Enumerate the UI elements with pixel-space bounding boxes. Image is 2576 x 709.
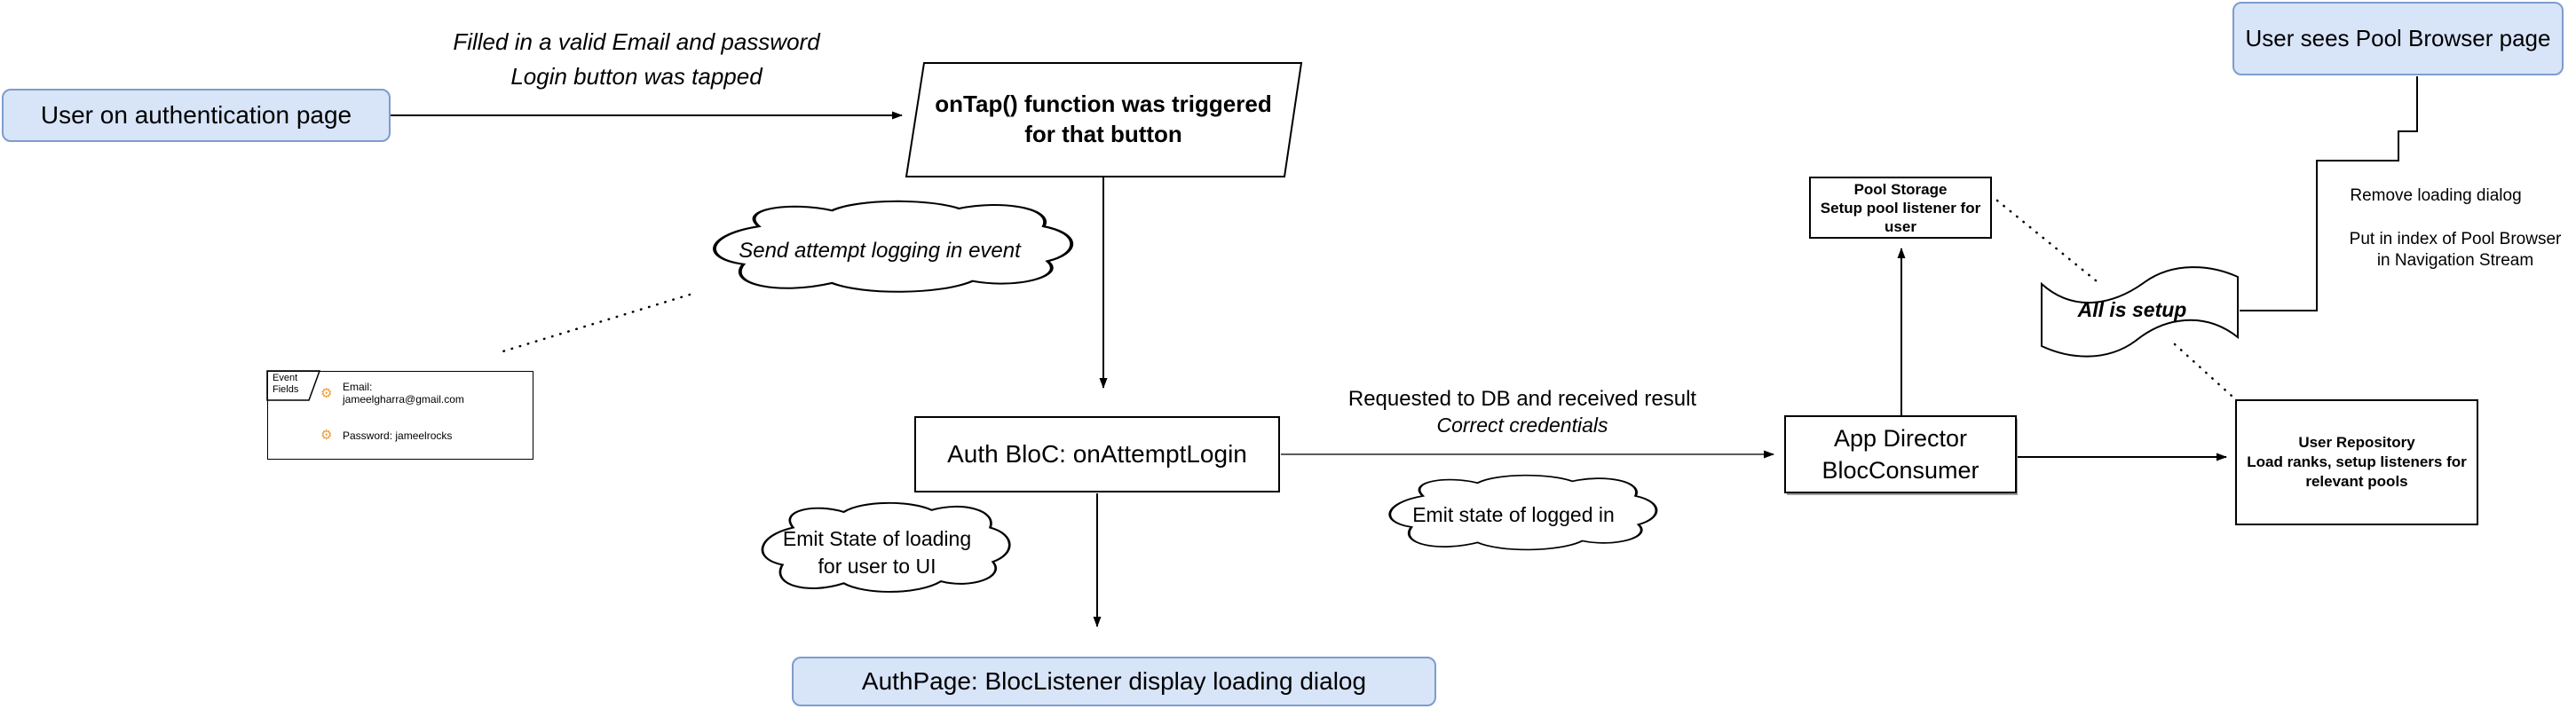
note-tab-label: Event Fields <box>273 373 299 395</box>
label-correct-credentials: Correct credentials <box>1436 414 1608 437</box>
node-user-on-auth-page: User on authentication page <box>2 89 391 142</box>
node-on-tap-label: onTap() function was triggered for that … <box>935 91 1272 147</box>
note-event-fields <box>267 371 533 460</box>
cloud-send-attempt-label: Send attempt logging in event <box>739 239 1021 263</box>
node-pool-storage: Pool Storage Setup pool listener for use… <box>1809 177 1992 239</box>
node-app-director: App Director BlocConsumer <box>1784 415 2017 493</box>
node-pool-browser: User sees Pool Browser page <box>2232 2 2564 75</box>
dotted-cloud-to-note <box>495 293 691 355</box>
node-auth-bloc: Auth BloC: onAttemptLogin <box>914 416 1280 492</box>
label-remove-loading: Remove loading dialog <box>2350 186 2522 205</box>
gear-icon: ⚙ <box>320 428 333 443</box>
note-password-field: Password: jameelrocks <box>343 429 453 442</box>
label-put-index: Put in index of Pool Browser in Navigati… <box>2349 230 2562 270</box>
node-user-repository: User Repository Load ranks, setup listen… <box>2235 399 2478 525</box>
node-auth-page: AuthPage: BlocListener display loading d… <box>792 657 1436 706</box>
connector-flag-to-poolbrowser <box>2240 76 2418 311</box>
note-email-field: Email: jameelgharra@gmail.com <box>343 381 464 406</box>
dotted-poolstorage-to-flag <box>1995 199 2103 287</box>
label-requested-db: Requested to DB and received result <box>1347 387 1697 411</box>
gear-icon: ⚙ <box>320 386 333 401</box>
cloud-emit-logged-in-label: Emit state of logged in <box>1412 503 1615 526</box>
dotted-flag-to-userrepo <box>2173 343 2233 398</box>
flag-all-is-setup-shape <box>2041 266 2239 358</box>
cloud-emit-loading-label: Emit State of loading for user to UI <box>782 527 972 578</box>
label-filled-in-email: Filled in a valid Email and password Log… <box>453 28 820 90</box>
parallelogram-on-tap <box>905 62 1303 177</box>
flag-all-is-setup-label: All is setup <box>2077 298 2187 321</box>
